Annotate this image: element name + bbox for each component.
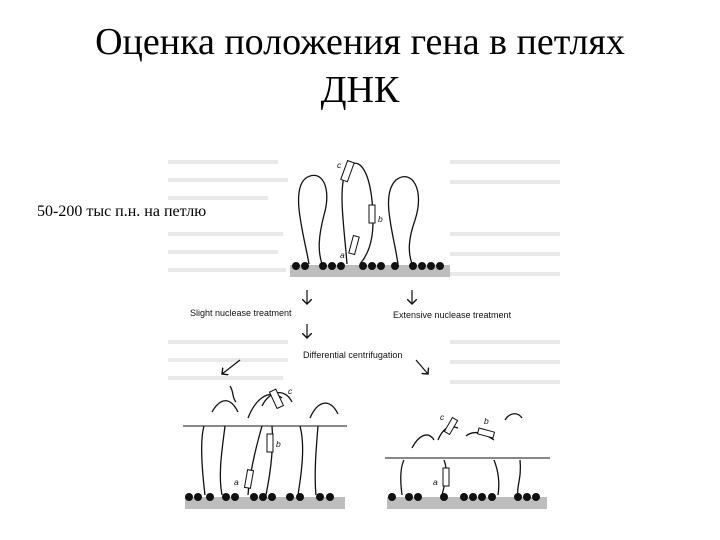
slide-title: Оценка положения гена в петлях ДНК xyxy=(0,18,720,114)
gene-c-marker-right xyxy=(443,416,459,436)
label-c-right: c xyxy=(440,412,445,422)
label-b-right: b xyxy=(484,416,489,426)
centrifugation-label: Differential centrifugation xyxy=(303,350,402,360)
loop-2 xyxy=(341,162,374,265)
intact-loops-panel: c b a xyxy=(290,159,450,277)
label-a-right: a xyxy=(433,477,438,487)
right-matrix xyxy=(387,497,547,509)
gene-c-marker xyxy=(340,159,355,183)
extensive-treatment-panel: c b a xyxy=(385,412,550,509)
gene-b-marker xyxy=(368,204,376,224)
gene-a-marker xyxy=(348,234,360,256)
extensive-treatment-label: Extensive nuclease treatment xyxy=(393,310,512,320)
gene-c-marker-left xyxy=(268,388,285,410)
label-a-left: a xyxy=(234,477,239,487)
slight-treatment-label: Slight nuclease treatment xyxy=(190,308,292,318)
arrow-diag-left xyxy=(222,359,241,374)
title-line-2: ДНК xyxy=(320,69,400,111)
label-b-left: b xyxy=(276,439,281,449)
process-arrows xyxy=(222,290,428,374)
title-line-1: Оценка положения гена в петлях xyxy=(95,21,625,63)
gene-b-marker-right xyxy=(476,427,496,439)
label-a-top: a xyxy=(340,250,345,260)
label-c-top: c xyxy=(337,160,342,170)
loop-3 xyxy=(387,176,420,265)
loop-size-note: 50-200 тыс п.н. на петлю xyxy=(37,203,207,220)
gene-a-marker-right xyxy=(442,467,450,487)
label-b-top: b xyxy=(378,214,383,224)
gene-b-marker-left xyxy=(266,433,274,453)
arrow-diag-right xyxy=(415,359,428,374)
label-c-left: c xyxy=(288,386,293,396)
top-matrix-beads xyxy=(292,262,444,270)
loop-1 xyxy=(297,174,328,265)
faint-background-text xyxy=(168,160,560,384)
slight-treatment-panel: c b a xyxy=(183,385,347,509)
gene-a-marker-left xyxy=(243,469,255,489)
